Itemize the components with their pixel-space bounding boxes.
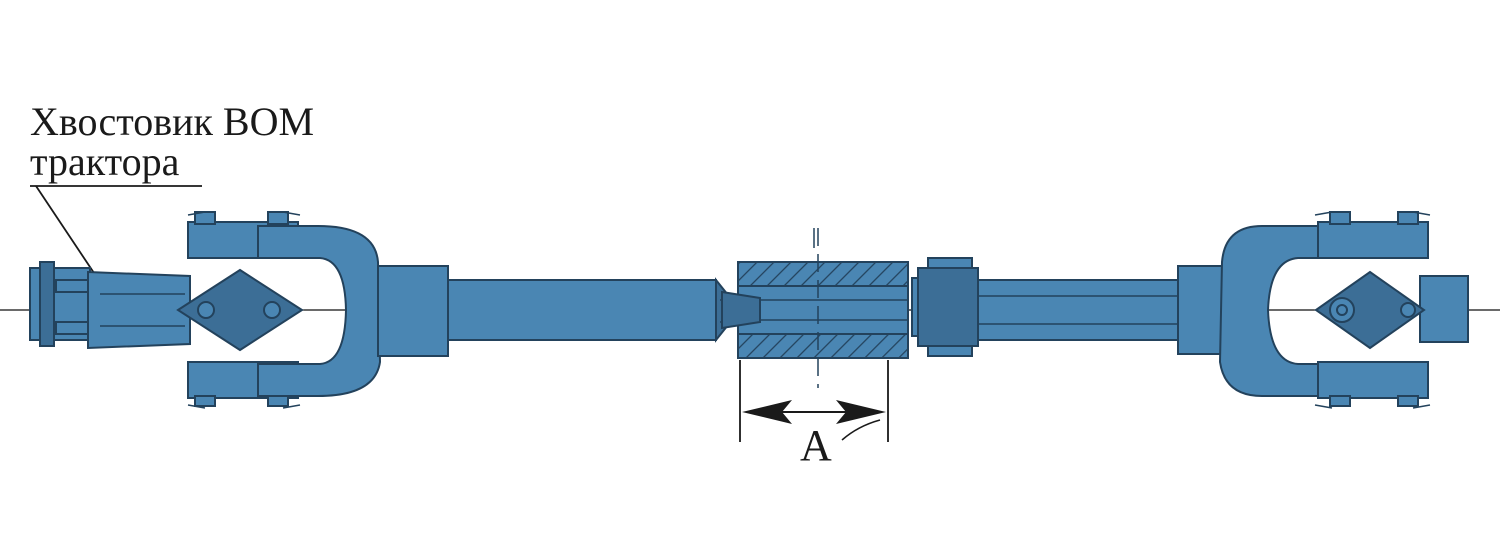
left-tube [447,279,717,341]
right-shaft [911,257,1179,357]
dimension-arrow-left-icon [742,400,792,424]
left-cross-icon [176,268,304,352]
callout-leader [35,185,101,283]
dimension-a: A [739,360,889,470]
right-cross-icon [1314,270,1426,350]
sliding-sleeve [721,261,909,359]
left-yoke [176,211,449,409]
dimension-arrow-right-icon [836,400,886,424]
dimension-label: A [800,421,832,470]
right-yoke [1177,211,1469,409]
callout-line-1: Хвостовик ВОМ [30,99,314,144]
callout-line-2: трактора [30,139,180,184]
pto-stub [29,261,191,350]
